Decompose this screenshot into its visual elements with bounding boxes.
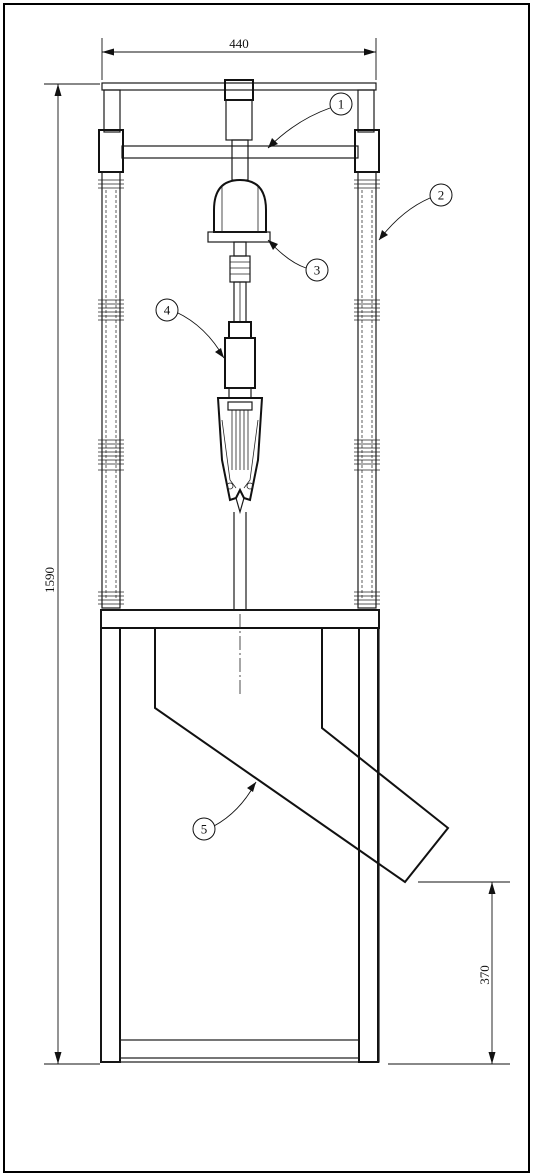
dimension-1590-label: 1590 <box>42 567 57 593</box>
callout-3-label: 3 <box>314 263 321 278</box>
callout-5-label: 5 <box>201 822 208 837</box>
gripper <box>216 397 264 502</box>
callout-4: 4 <box>155 298 225 359</box>
top-frame <box>98 82 380 173</box>
dimension-440: 440 <box>101 36 377 80</box>
lower-frame <box>100 609 380 1063</box>
central-mechanism <box>207 79 271 610</box>
callout-3: 3 <box>267 239 329 282</box>
left-spring-column <box>98 171 124 609</box>
dimension-370: 370 <box>388 881 510 1065</box>
dimension-370-label: 370 <box>477 965 492 985</box>
hood <box>213 178 267 233</box>
right-spring-column <box>354 171 380 609</box>
callout-2-label: 2 <box>438 188 445 203</box>
dimension-440-label: 440 <box>229 36 249 51</box>
callout-1: 1 <box>267 92 353 149</box>
callout-2: 2 <box>378 183 453 241</box>
callout-1-label: 1 <box>338 97 345 112</box>
dimension-1590: 1590 <box>42 83 100 1065</box>
drawing-border <box>3 3 530 1173</box>
callout-5: 5 <box>192 781 257 841</box>
chute <box>154 628 450 884</box>
callout-4-label: 4 <box>164 303 171 318</box>
